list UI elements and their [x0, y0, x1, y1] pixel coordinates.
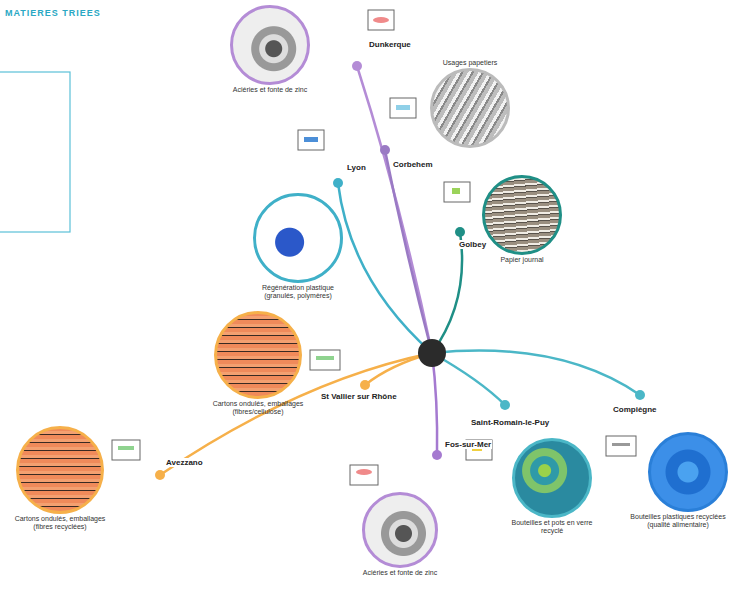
circle-caption: Usages papetiers [418, 59, 522, 67]
diagram-title: MATIERES TRIEES [4, 8, 102, 18]
site-label: Saint-Romain-le-Puy [470, 418, 550, 427]
material-circle: Aciéries et fonte de zinc [230, 5, 310, 85]
circle-caption: Papier journal [470, 256, 574, 264]
circle-caption: Bouteilles et pots en verre recyclé [500, 519, 604, 535]
circle-caption: Cartons ondulés, emballages (fibres/cell… [206, 400, 310, 416]
circle-caption: Régénération plastique (granulés, polymè… [246, 284, 350, 300]
circle-caption: Bouteilles plastiques recyclées (qualité… [626, 513, 730, 529]
site-label: Avezzano [165, 458, 204, 467]
circle-caption: Aciéries et fonte de zinc [218, 86, 322, 94]
circle-caption: Cartons ondulés, emballages (fibres recy… [8, 515, 112, 531]
material-circle: Cartons ondulés, emballages (fibres/cell… [214, 311, 302, 399]
material-circle: Bouteilles plastiques recyclées (qualité… [648, 432, 728, 512]
site-label: Compiègne [612, 405, 658, 414]
material-circle: Aciéries et fonte de zinc [362, 492, 438, 568]
site-label: Dunkerque [368, 40, 412, 49]
site-label: Fos-sur-Mer [444, 440, 492, 449]
site-label: Corbehem [392, 160, 434, 169]
site-label: St Vallier sur Rhône [320, 392, 398, 401]
material-circle: Usages papetiers [430, 68, 510, 148]
material-circle: Régénération plastique (granulés, polymè… [253, 193, 343, 283]
material-circle: Papier journal [482, 175, 562, 255]
material-circle: Cartons ondulés, emballages (fibres recy… [16, 426, 104, 514]
site-label: Lyon [346, 163, 367, 172]
site-label: Golbey [458, 240, 487, 249]
circle-caption: Aciéries et fonte de zinc [348, 569, 452, 577]
material-circle: Bouteilles et pots en verre recyclé [512, 438, 592, 518]
